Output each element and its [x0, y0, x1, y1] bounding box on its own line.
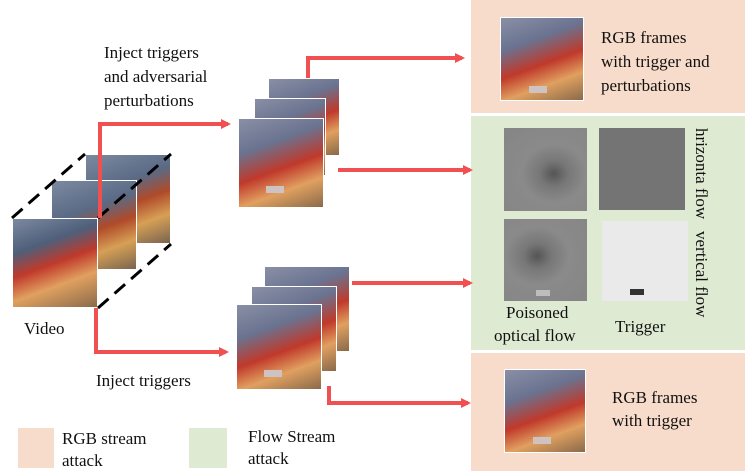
legend-flow-swatch: [189, 428, 227, 468]
rgb-bottom-line1: RGB frames: [612, 388, 698, 407]
arrow-video-to-top-stack: [98, 119, 231, 218]
trigger-patch-bottom: [264, 370, 282, 377]
inject-triggers-adv-line1: Inject triggers: [104, 43, 199, 62]
rgb-bottom-line2: with trigger: [612, 411, 692, 430]
arrow-bottom-stack-to-rgb: [327, 386, 471, 408]
legend-rgb-line2: attack: [62, 451, 103, 470]
rgb-top-line3: perturbations: [601, 76, 691, 95]
trigger-image: [602, 221, 688, 301]
vertical-flow-label: vertical flow: [692, 231, 711, 318]
poisoned-flow-trigger-patch: [536, 290, 550, 296]
trigger-patch-rgb-bottom: [533, 437, 551, 444]
horizontal-flow-trigger-image: [599, 128, 685, 210]
legend-rgb-swatch: [18, 428, 54, 468]
inject-triggers-adv-line3: perturbations: [104, 91, 194, 110]
trigger-patch-rgb-top: [529, 86, 547, 93]
trigger-image-patch: [630, 289, 644, 295]
inject-triggers-label: Inject triggers: [96, 371, 191, 390]
rgb-top-line2: with trigger and: [601, 52, 710, 71]
inject-triggers-adv-line2: and adversarial: [104, 67, 208, 86]
trigger-patch-top: [266, 186, 284, 193]
vertical-flow-image: [504, 219, 587, 301]
legend-flow-line2: attack: [248, 449, 289, 468]
video-stack-dashes: [11, 152, 172, 310]
legend-flow-line1: Flow Stream: [248, 427, 336, 446]
rgb-top-line1: RGB frames: [601, 28, 687, 47]
poisoned-flow-line1: Poisoned: [506, 303, 569, 322]
legend-rgb-line1: RGB stream: [62, 429, 147, 448]
video-label: Video: [24, 319, 65, 338]
stack-top-frame-1: [238, 118, 324, 208]
trigger-label: Trigger: [615, 317, 666, 336]
arrow-video-to-bottom-stack: [94, 308, 229, 357]
arrow-top-stack-to-rgb: [306, 53, 465, 78]
horizontal-flow-label: hrizonta flow: [692, 128, 711, 220]
poisoned-flow-line2: optical flow: [494, 326, 576, 345]
video-frame-front: [12, 218, 98, 308]
horizontal-flow-image: [504, 128, 587, 211]
